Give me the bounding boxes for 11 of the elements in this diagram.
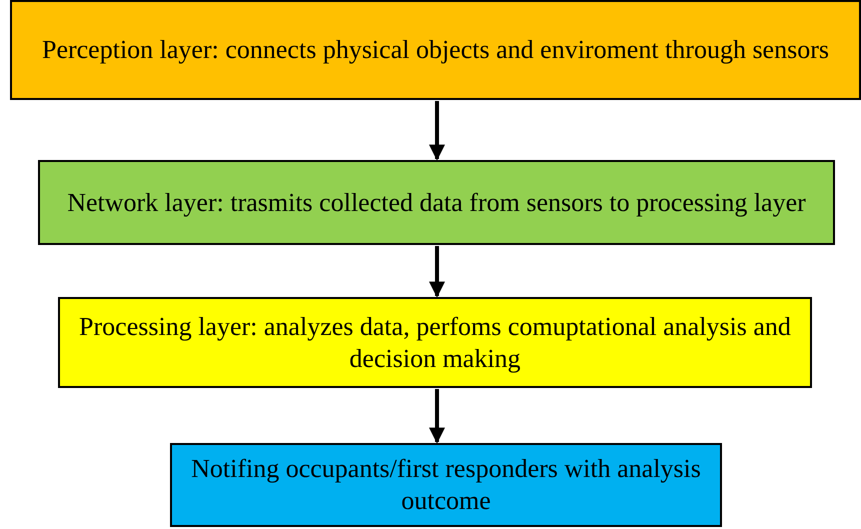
outcome-box bbox=[170, 443, 722, 527]
layer-box bbox=[10, 0, 861, 100]
layer-text: Notifing occupants/first responders with analysis outcome bbox=[190, 453, 702, 517]
arrow bbox=[429, 246, 445, 298]
layer-text: Network layer: trasmits collected data from sensors to processing layer bbox=[67, 186, 806, 218]
arrow bbox=[429, 389, 445, 444]
layer-text: Perception layer: connects physical objects and enviroment through sensors bbox=[42, 34, 829, 66]
layer-box bbox=[58, 297, 812, 388]
layer-box bbox=[38, 160, 835, 245]
layer-text: Processing layer: analyzes data, perfoms comuptational analysis and decision making bbox=[78, 310, 792, 374]
arrow bbox=[429, 101, 445, 161]
